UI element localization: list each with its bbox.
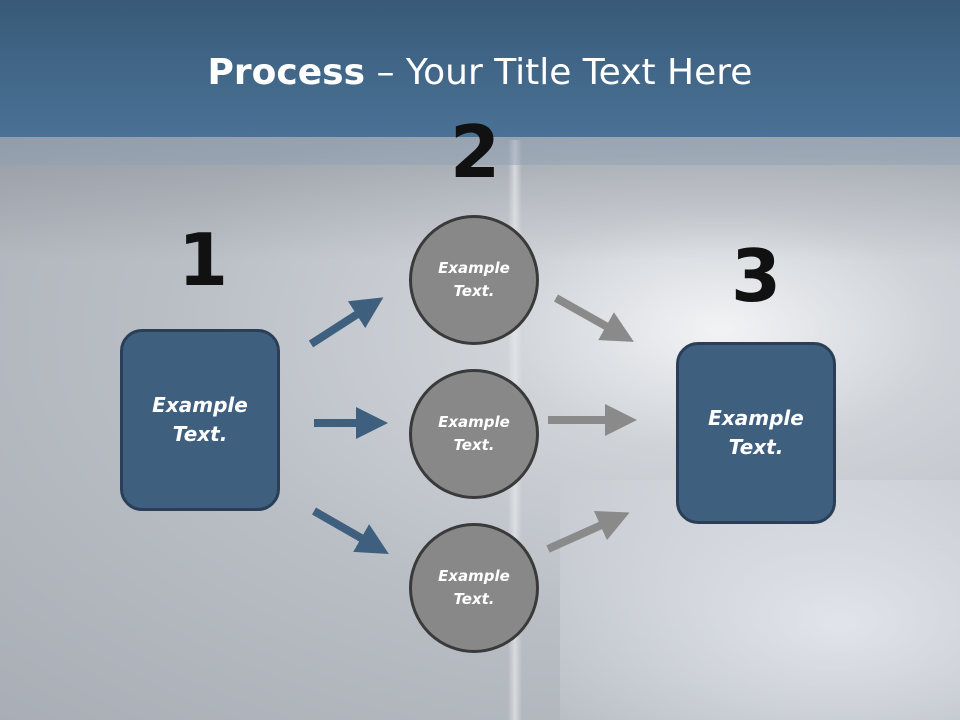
- right-step-box-text: Example Text.: [708, 406, 804, 459]
- slide-title-rest: – Your Title Text Here: [365, 52, 753, 93]
- circle-middle: Example Text.: [409, 369, 539, 499]
- step-number-3: 3: [731, 234, 782, 318]
- circle-bottom: Example Text.: [409, 523, 539, 653]
- circle-top-text: Example Text.: [438, 259, 510, 300]
- title-bar: [0, 0, 960, 137]
- step-number-1: 1: [178, 218, 229, 302]
- circle-middle-text: Example Text.: [438, 413, 510, 454]
- circle-top: Example Text.: [409, 215, 539, 345]
- step-number-2: 2: [450, 110, 501, 194]
- right-step-box: Example Text.: [676, 342, 836, 524]
- arrow-bottom-to-right: [546, 510, 630, 553]
- arrow-left-to-bottom: [312, 507, 389, 554]
- left-step-box: Example Text.: [120, 329, 280, 511]
- arrow-top-to-right: [554, 294, 634, 342]
- slide-title-bold: Process: [207, 52, 366, 93]
- circle-bottom-text: Example Text.: [438, 567, 510, 608]
- title-bar-strip: [0, 137, 960, 165]
- arrow-left-to-top: [308, 297, 384, 348]
- slide-title: Process – Your Title Text Here: [0, 52, 960, 93]
- left-step-box-text: Example Text.: [152, 393, 248, 446]
